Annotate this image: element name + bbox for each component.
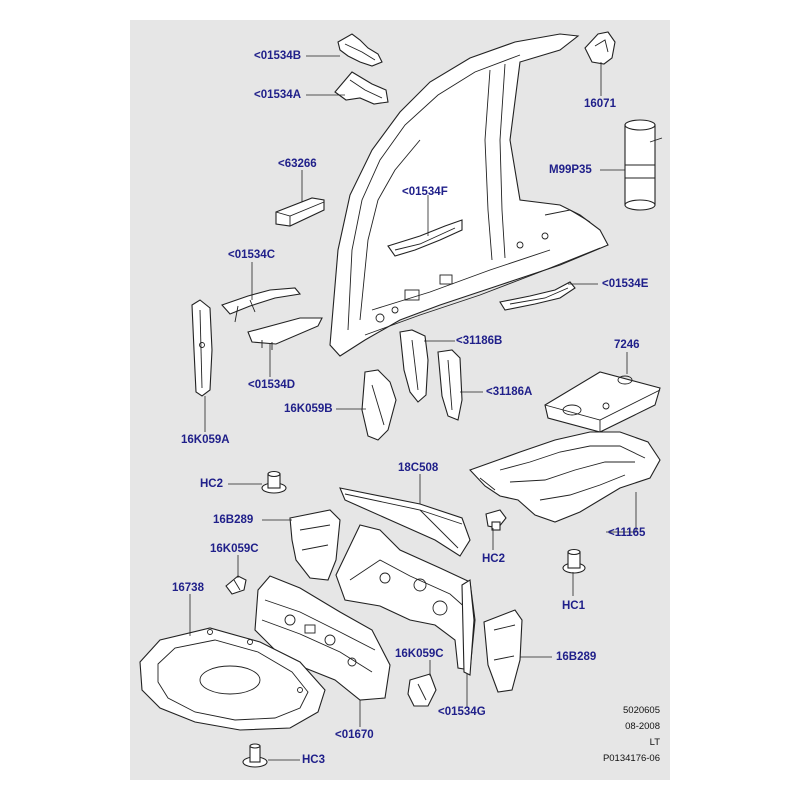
part-label-16738: 16738 (172, 582, 204, 594)
part-label-18C508: 18C508 (398, 462, 439, 474)
body-side-frame-drawing (329, 33, 609, 357)
block-63266-drawing (275, 197, 325, 227)
strip-01534G-drawing (461, 579, 475, 676)
aerosol-can-M99P35-drawing (624, 119, 663, 211)
trim-16K059A-drawing (191, 299, 213, 397)
part-label-01534F: <01534F (402, 186, 448, 198)
part-label-31186B: <31186B (456, 335, 503, 347)
clip-HC2-upper-drawing (261, 470, 287, 494)
bracket-01534B-drawing (337, 33, 383, 67)
part-label-HC3: HC3 (302, 754, 326, 766)
clip-16K059C-upper-drawing (225, 575, 247, 595)
bracket-01534E-drawing (499, 281, 576, 311)
part-label-31186A: <31186A (486, 386, 533, 398)
part-label-01670: <01670 (335, 729, 374, 741)
part-label-7246: 7246 (614, 339, 640, 351)
part-label-HC1: HC1 (562, 600, 586, 612)
insulator-11165-drawing (469, 431, 661, 523)
bracket-01534A-drawing (334, 71, 389, 105)
diagram-reference: P0134176-06 (602, 753, 660, 764)
part-label-01534D: <01534D (248, 379, 295, 391)
insulator-16B289-lower-drawing (483, 609, 523, 693)
part-label-16B289-lower: 16B289 (556, 651, 597, 663)
panel-31186B-drawing (399, 329, 429, 403)
part-label-16K059B: 16K059B (284, 403, 333, 415)
part-16071-drawing (584, 31, 616, 65)
clip-HC1-drawing (562, 548, 586, 574)
dash-panel-center-drawing (335, 524, 476, 671)
part-label-HC2-upper: HC2 (200, 478, 224, 490)
panel-31186A-drawing (437, 349, 463, 421)
part-label-16B289-upper: 16B289 (213, 514, 254, 526)
part-label-16071: 16071 (584, 98, 616, 110)
part-label-M99P35: M99P35 (549, 164, 592, 176)
diagram-date: 08-2008 (625, 721, 660, 732)
plate-01534D-drawing (247, 317, 323, 350)
shield-18C508-drawing (339, 487, 471, 557)
part-label-01534B: <01534B (254, 50, 301, 62)
part-label-01534G: <01534G (438, 706, 486, 718)
bulkhead-01670-drawing (254, 575, 391, 701)
part-label-16K059C-upper: 16K059C (210, 543, 259, 555)
part-label-16K059A: 16K059A (181, 434, 230, 446)
insulator-16B289-upper-drawing (289, 509, 341, 581)
tray-16738-drawing (139, 627, 326, 731)
diagram-variant: LT (649, 737, 660, 748)
part-label-63266: <63266 (278, 158, 317, 170)
part-label-11165: <11165 (608, 527, 646, 539)
part-label-01534A: <01534A (254, 89, 301, 101)
part-label-HC2-lower: HC2 (482, 553, 506, 565)
bracket-01534C-drawing (221, 287, 302, 323)
trim-16K059B-drawing (361, 369, 397, 441)
clip-HC3-drawing (242, 743, 268, 768)
part-label-01534C: <01534C (228, 249, 275, 261)
diagram-code: 5020605 (623, 705, 660, 716)
clip-HC2-lower-drawing (485, 509, 507, 531)
pad-7246-drawing (544, 371, 661, 433)
part-label-01534E: <01534E (602, 278, 649, 290)
clip-16K059C-lower-drawing (407, 673, 437, 707)
part-label-16K059C-lower: 16K059C (395, 648, 444, 660)
leader-lines (189, 55, 637, 761)
